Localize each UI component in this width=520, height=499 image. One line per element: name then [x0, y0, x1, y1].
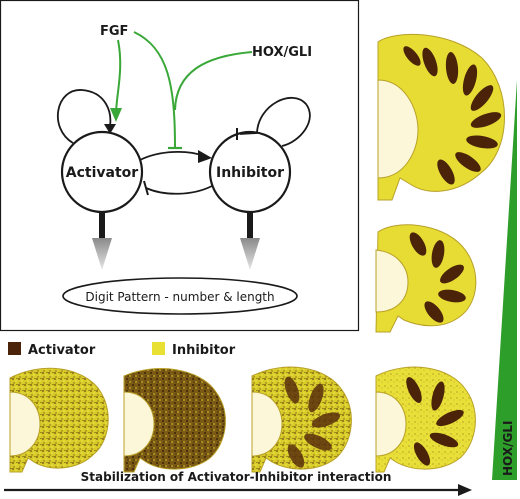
fgf-inhibition-line: [133, 31, 176, 148]
legend-activator-label: Activator: [28, 343, 96, 358]
limb-bud-five-digits: [375, 224, 477, 333]
activator-node-label: Activator: [66, 165, 139, 181]
legend-inhibitor-label: Inhibitor: [172, 343, 236, 358]
hox-gli-gradient-wedge: [492, 80, 517, 480]
hox-gli-gradient-label: HOX/GLI: [501, 421, 515, 476]
activator-self-loop: [56, 89, 112, 144]
hox-gli-inhibition-line: [174, 51, 253, 111]
hox-gli-label: HOX/GLI: [252, 45, 312, 60]
activator-to-inhibitor-arrowhead: [198, 150, 212, 163]
digit-pattern-label: Digit Pattern - number & length: [85, 290, 274, 304]
limb-bud-many-digits: [377, 33, 505, 201]
limb-bud-stage-2: [123, 368, 226, 473]
activator-output-arrowhead: [92, 238, 112, 270]
limb-bud-stage-1: [9, 367, 109, 473]
limb-bud-stage-4: [375, 366, 476, 473]
inhibitor-to-activator-inhibition: [145, 185, 213, 195]
fgf-arrowhead: [110, 108, 122, 122]
inhibitor-output-arrowhead: [240, 238, 260, 270]
inhibitor-to-activator-bar: [143, 180, 149, 196]
inhibitor-output-shaft: [247, 212, 253, 252]
legend-inhibitor-swatch: [152, 342, 165, 355]
inhibitor-self-tail: [239, 132, 258, 135]
network-panel: [0, 0, 360, 332]
legend-activator-swatch: [8, 342, 21, 355]
inhibitor-self-loop: [256, 97, 311, 147]
activator-self-arrowhead: [104, 124, 116, 134]
limb-bud-stage-3: [251, 366, 352, 473]
stabilization-label: Stabilization of Activator-Inhibitor int…: [81, 470, 392, 484]
stabilization-arrowhead: [458, 484, 472, 496]
fgf-label: FGF: [100, 24, 128, 39]
activator-output-shaft: [99, 212, 105, 252]
digit-pattern-ellipse: [62, 277, 298, 315]
inhibitor-node-label: Inhibitor: [216, 165, 284, 181]
